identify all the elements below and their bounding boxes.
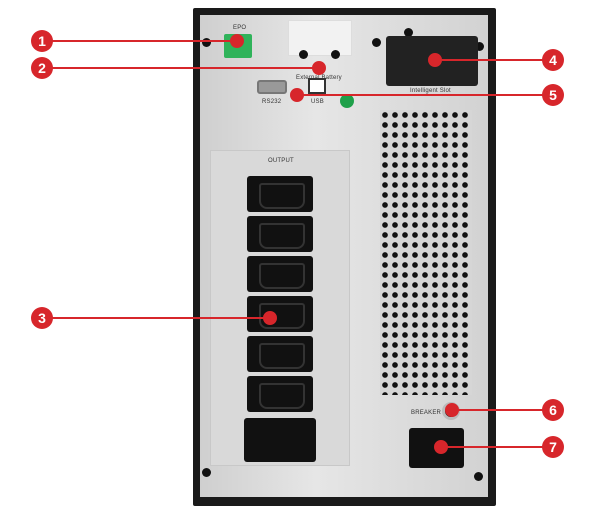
callout-2: 2	[31, 57, 53, 79]
output-socket-c13	[247, 216, 313, 252]
callout-3: 3	[31, 307, 53, 329]
output-socket-c13	[247, 176, 313, 212]
output-socket-c13	[247, 296, 313, 332]
screw	[299, 50, 308, 59]
callout-4: 4	[542, 49, 564, 71]
output-socket-c13	[247, 376, 313, 412]
output-socket-c19	[244, 418, 316, 462]
usb-port	[308, 78, 326, 94]
callout-6: 6	[542, 399, 564, 421]
ventilation-grille	[380, 110, 472, 395]
output-socket-c13	[247, 336, 313, 372]
screw	[475, 42, 484, 51]
intelligent-slot-label: Intelligent Slot	[410, 88, 451, 94]
epo-label: EPO	[233, 25, 247, 31]
screw	[331, 50, 340, 59]
screw	[404, 28, 413, 37]
screw	[474, 472, 483, 481]
rs232-port	[257, 80, 287, 94]
callout-5: 5	[542, 84, 564, 106]
callout-7: 7	[542, 436, 564, 458]
rs232-label: RS232	[262, 99, 282, 105]
output-label: OUTPUT	[268, 158, 294, 164]
screw	[372, 38, 381, 47]
screw	[202, 38, 211, 47]
callout-1: 1	[31, 30, 53, 52]
screw	[202, 468, 211, 477]
output-socket-c13	[247, 256, 313, 292]
certification-sticker	[340, 94, 354, 108]
usb-label: USB	[311, 99, 324, 105]
external-battery-port	[288, 20, 352, 56]
breaker-label: BREAKER	[411, 410, 442, 416]
